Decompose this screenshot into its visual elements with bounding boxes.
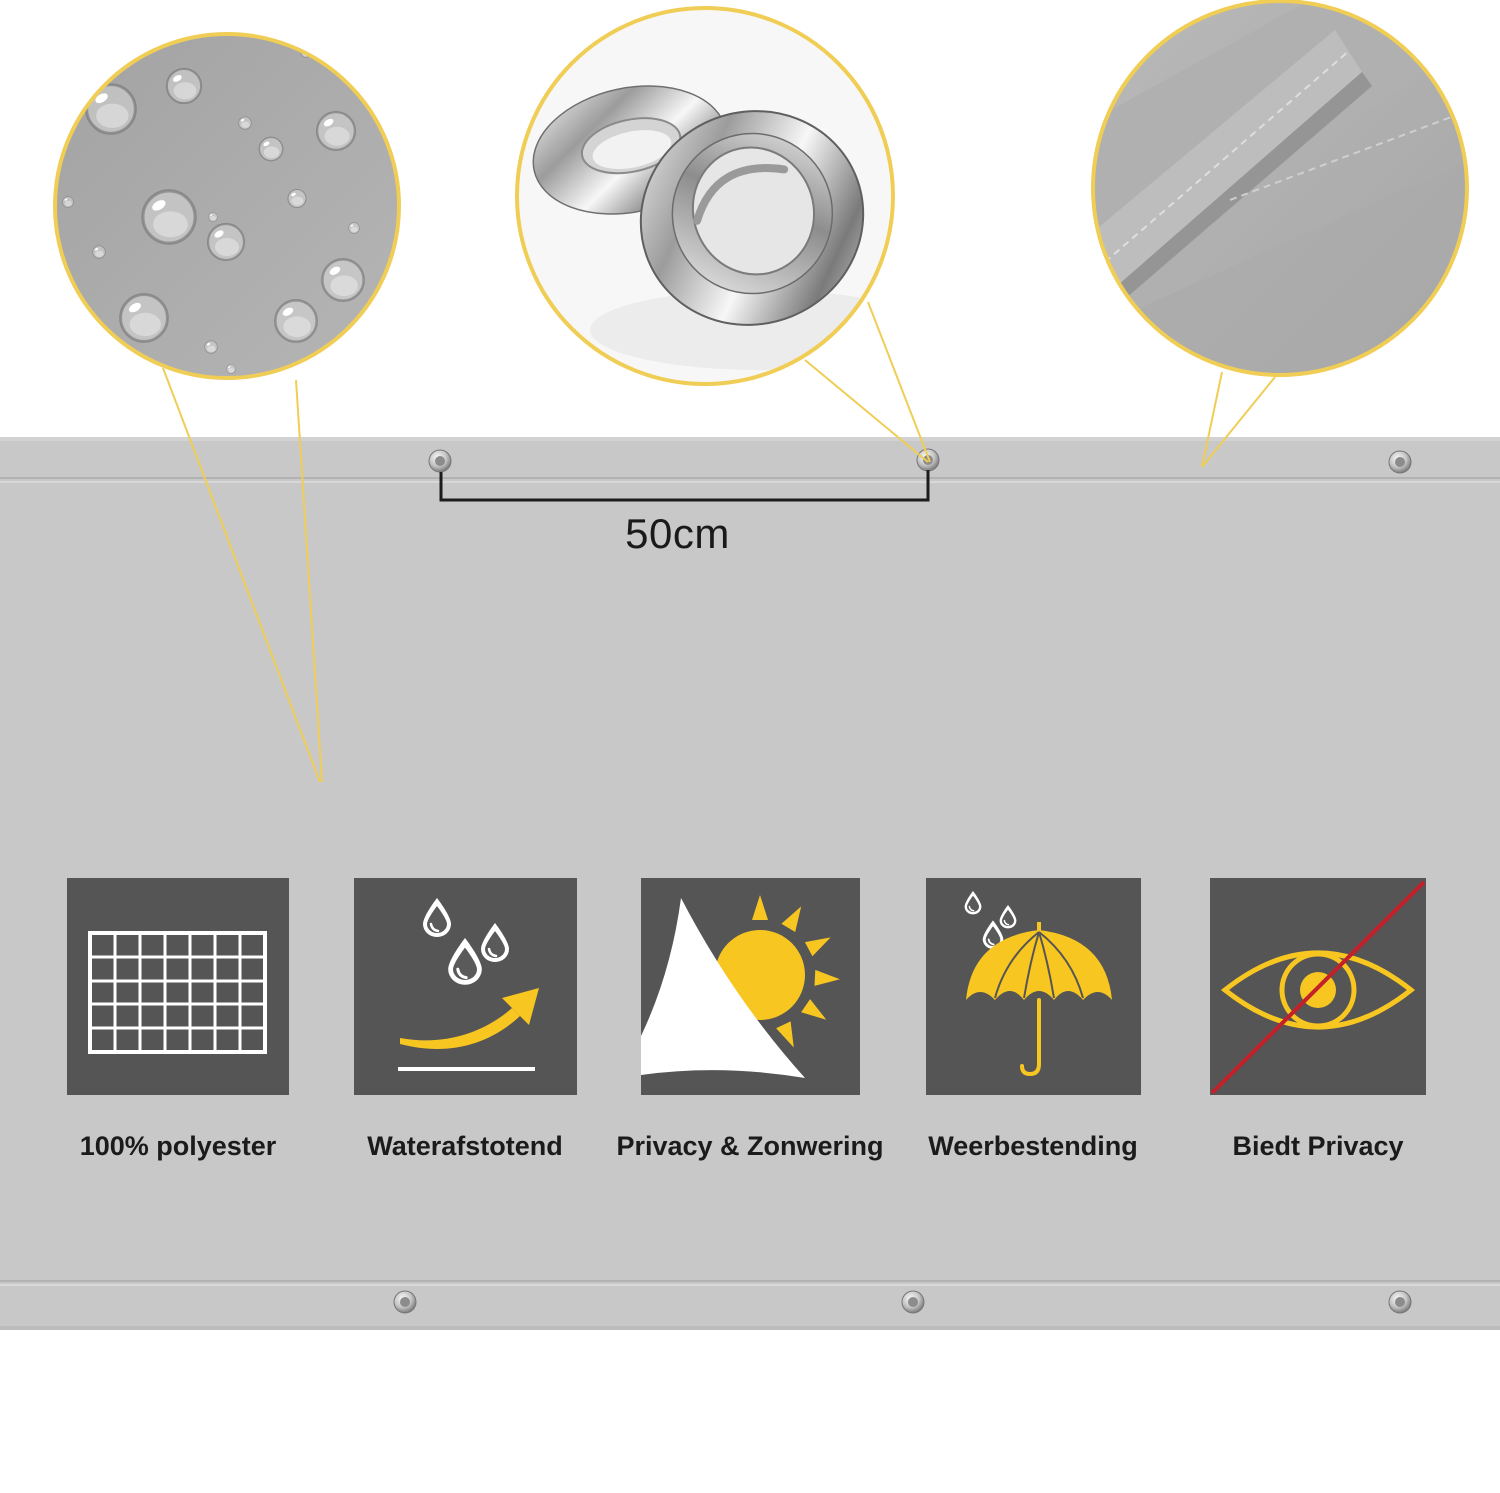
stitched-hem-detail-icon: [1091, 0, 1469, 377]
feature-tile-polyester: [67, 878, 289, 1095]
grommet-icon: [1388, 1290, 1412, 1314]
grommet-icon: [916, 448, 940, 472]
umbrella-rain-icon: [964, 890, 1112, 1077]
grommet-row-top: [428, 448, 1412, 474]
metal-grommet-detail-icon: [515, 6, 895, 386]
grommet-icon: [1388, 450, 1412, 474]
feature-label-weatherproof: Weerbestending: [928, 1131, 1138, 1161]
crossed-eye-icon: [1210, 880, 1426, 1095]
strike-line: [1210, 880, 1426, 1095]
mesh-grid-icon: [88, 931, 267, 1054]
dimension-bracket: [439, 470, 930, 502]
sail-sun-icon: [641, 895, 840, 1078]
water-droplets-detail-icon: [53, 32, 401, 380]
grommet-icon: [901, 1290, 925, 1314]
water-repellent-icon: [398, 898, 539, 1071]
grommet-icon: [428, 449, 452, 473]
feature-tile-privacy: [1210, 878, 1426, 1095]
feature-label-privacy-sun: Privacy & Zonwering: [616, 1131, 884, 1161]
feature-tile-water-repellent: [354, 878, 577, 1095]
feature-label-polyester: 100% polyester: [79, 1131, 277, 1161]
callout-connectors: [162, 301, 1276, 783]
feature-label-water-repellent: Waterafstotend: [367, 1131, 563, 1161]
feature-tile-weatherproof: [926, 878, 1141, 1095]
dimension-label: 50cm: [625, 510, 730, 557]
feature-label-privacy: Biedt Privacy: [1232, 1131, 1404, 1161]
shade-sail-icon: [641, 898, 805, 1078]
grommet-icon: [393, 1290, 417, 1314]
grommet-row-bottom: [393, 1290, 1412, 1314]
feature-tile-privacy-sun: [641, 878, 860, 1095]
